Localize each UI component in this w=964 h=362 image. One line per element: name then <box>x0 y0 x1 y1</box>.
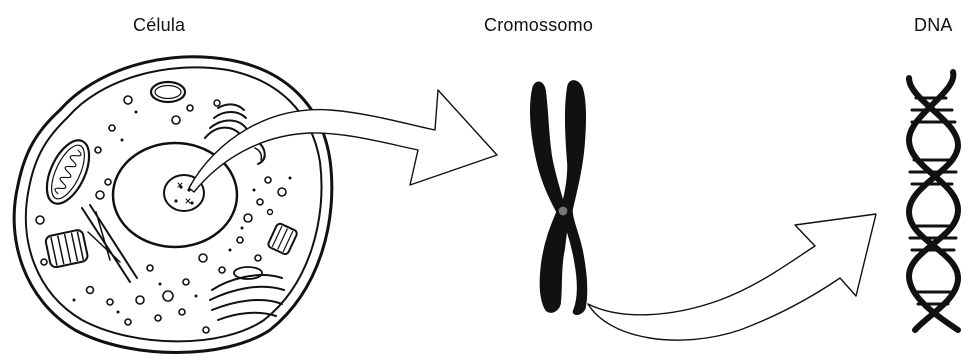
cell-illustration-icon <box>14 57 332 353</box>
curved-arrow-icon <box>588 214 876 340</box>
chromosome-icon <box>531 81 587 314</box>
dna-double-helix-icon <box>909 72 958 330</box>
